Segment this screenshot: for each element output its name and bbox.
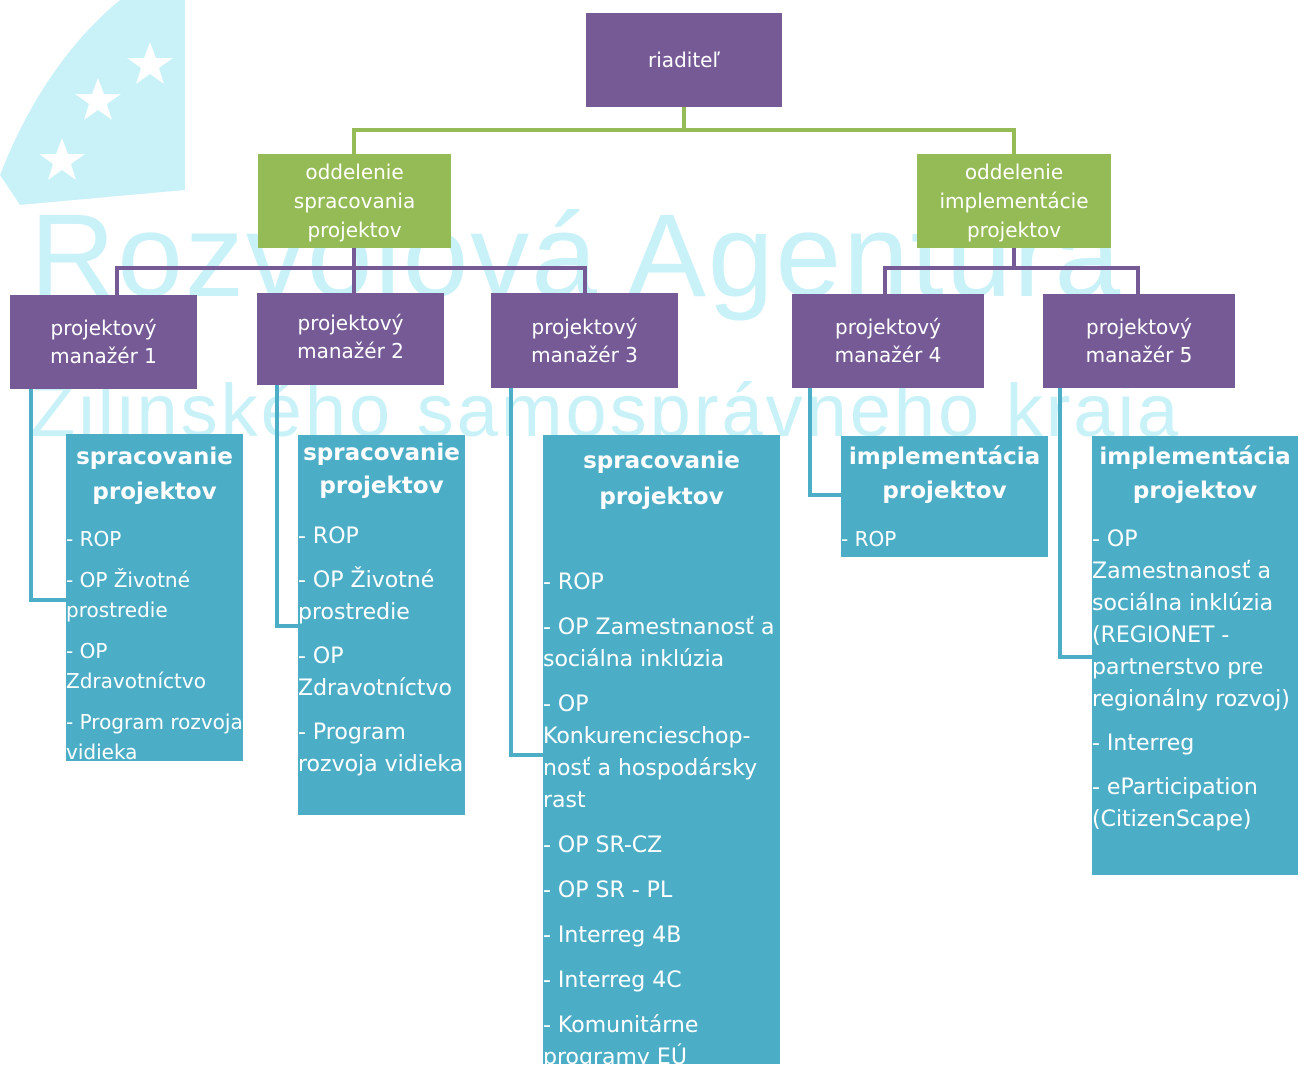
task-title: implementácia projektov	[848, 444, 1041, 504]
task-box-manager-5: implementácia projektov - OP Zamestnanos…	[1092, 436, 1298, 875]
manager-label-line: manažér 1	[50, 344, 157, 368]
task-item: - OP Konkurencieschop-nosť a hospodársky…	[543, 692, 758, 813]
task-item: - ROP	[66, 527, 122, 551]
task-item: - Program rozvoja vidieka	[298, 720, 464, 777]
task-title: implementácia projektov	[1099, 444, 1291, 504]
manager-1-box: projektový manažér 1	[10, 295, 197, 389]
manager-label-line: manažér 2	[297, 339, 404, 363]
task-item: - OP Zamestnanosť a sociálna inklúzia (R…	[1092, 527, 1290, 712]
manager-label-line: projektový	[1086, 315, 1192, 339]
department-label-line: oddelenie	[305, 159, 404, 184]
task-box-manager-4: implementácia projektov - ROP	[841, 436, 1048, 557]
task-item: - OP Zdravotníctvo	[66, 639, 206, 693]
task-item: - ROP	[543, 570, 604, 595]
director-label: riaditeľ	[648, 48, 720, 72]
connector-dept1-managers	[115, 266, 587, 295]
task-item: - Interreg 4B	[543, 923, 682, 948]
connector-director-departments	[352, 128, 1016, 154]
connector-manager2-task	[275, 385, 298, 628]
task-box-manager-2: spracovanie projektov - ROP - OP Životné…	[298, 435, 465, 815]
task-item: - OP SR-CZ	[543, 833, 663, 858]
manager-label-line: manažér 4	[834, 343, 942, 367]
manager-label-line: projektový	[50, 316, 157, 340]
manager-4-box: projektový manažér 4	[792, 294, 984, 388]
department-label-line: projektov	[966, 217, 1062, 242]
agency-logo-icon	[0, 0, 185, 205]
manager-label-line: projektový	[835, 315, 941, 339]
manager-label-line: manažér 3	[531, 342, 638, 367]
connector-manager1-task	[29, 389, 66, 602]
task-item: - OP Zdravotníctvo	[298, 644, 452, 701]
manager-label-line: projektový	[531, 314, 638, 339]
task-item: - OP Zamestnanosť a sociálna inklúzia	[543, 615, 775, 672]
department-implementation-box: oddelenie implementácie projektov	[917, 154, 1111, 248]
task-item: - ROP	[298, 524, 359, 549]
task-item: - Program rozvoja vidieka	[66, 710, 243, 764]
department-label-line: implementácie	[939, 188, 1089, 213]
manager-label-line: manažér 5	[1085, 343, 1193, 367]
task-item: - OP Životné prostredie	[66, 568, 190, 622]
connector-manager5-task	[1058, 388, 1092, 659]
department-processing-box: oddelenie spracovania projektov	[258, 154, 451, 248]
manager-3-box: projektový manažér 3	[491, 293, 678, 388]
manager-5-box: projektový manažér 5	[1043, 294, 1235, 388]
director-box: riaditeľ	[586, 13, 782, 107]
manager-label-line: projektový	[297, 311, 404, 335]
connector-manager4-task	[808, 388, 841, 497]
manager-2-box: projektový manažér 2	[257, 293, 444, 385]
task-item: - Interreg 4C	[543, 968, 682, 993]
task-item: - ROP	[841, 527, 897, 551]
task-item: - eParticipation (CitizenScape)	[1092, 775, 1258, 832]
department-label-line: oddelenie	[964, 159, 1064, 184]
department-label-line: projektov	[307, 217, 402, 242]
connector-dept2-managers	[883, 266, 1140, 294]
department-label-line: spracovania	[293, 188, 416, 213]
task-title: spracovanie projektov	[76, 444, 233, 505]
connector-manager3-task	[509, 388, 543, 757]
task-title: spracovanie projektov	[583, 448, 740, 510]
task-item: - OP Životné prostredie	[298, 568, 435, 625]
task-item: - OP SR - PL	[543, 878, 673, 903]
task-title: spracovanie projektov	[303, 440, 460, 499]
task-box-manager-1: spracovanie projektov - ROP - OP Životné…	[66, 434, 243, 764]
task-item: - Interreg	[1092, 731, 1195, 756]
task-item: - Komunitárne programy EÚ	[543, 1013, 699, 1070]
task-box-manager-3: spracovanie projektov - ROP - OP Zamestn…	[543, 435, 780, 1070]
